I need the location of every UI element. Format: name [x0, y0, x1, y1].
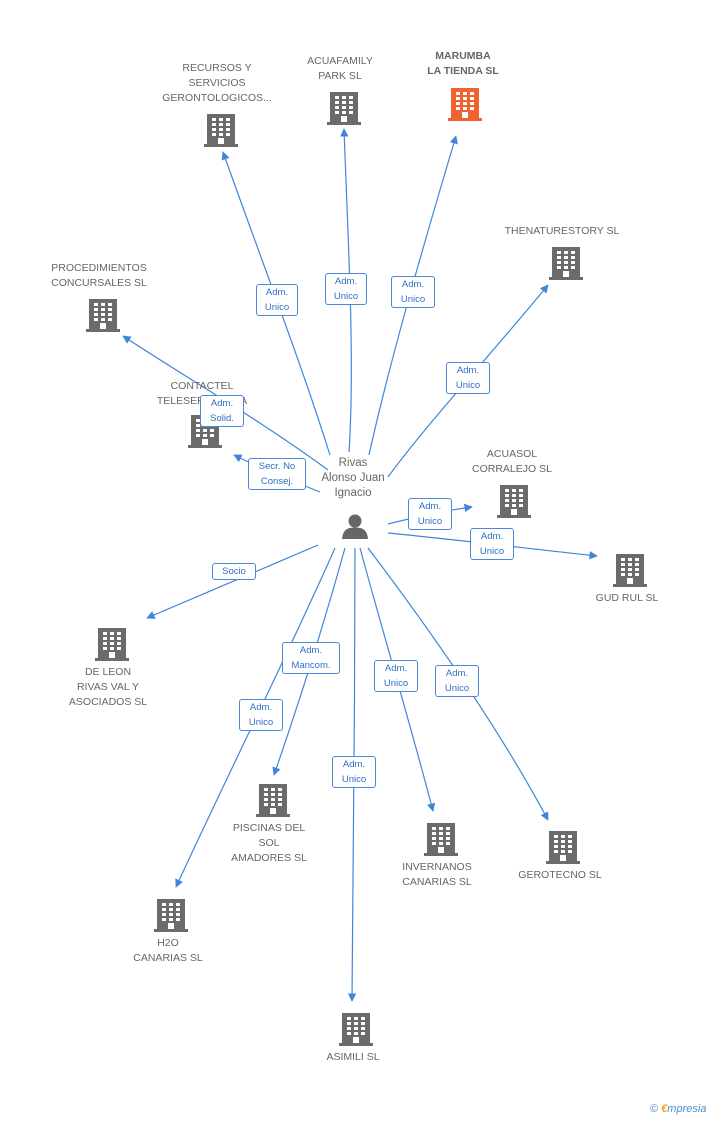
company-node-recursos[interactable]: RECURSOS Y SERVICIOS GERONTOLOGICOS...: [150, 61, 284, 106]
building-icon: [327, 90, 361, 131]
relation-label-contactel[interactable]: Secr. No Consej.: [248, 458, 306, 490]
relation-label-gudrul[interactable]: Adm. Unico: [470, 528, 514, 560]
brand-footer: © €mpresia: [650, 1103, 706, 1115]
company-name: GEROTECNO SL: [518, 869, 602, 881]
relation-label-recursos[interactable]: Adm. Unico: [256, 284, 298, 316]
building-icon: [339, 1011, 373, 1052]
company-node-h2o[interactable]: H2O CANARIAS SL: [108, 936, 228, 966]
relation-label-asimili[interactable]: Adm. Unico: [332, 756, 376, 788]
company-name: MARUMBA LA TIENDA SL: [427, 50, 499, 77]
brand-logo: €mpresia: [661, 1103, 707, 1115]
company-name: THENATURESTORY SL: [504, 225, 620, 237]
company-name: GUD RUL SL: [595, 592, 659, 604]
building-icon: [448, 86, 482, 127]
relation-label-acuafamily[interactable]: Adm. Unico: [325, 273, 367, 305]
company-node-marumba[interactable]: MARUMBA LA TIENDA SL: [403, 49, 523, 79]
building-icon: [613, 552, 647, 593]
relation-label-thenaturestory[interactable]: Adm. Unico: [446, 362, 490, 394]
building-icon: [497, 483, 531, 524]
company-node-asimili[interactable]: ASIMILI SL: [303, 1050, 403, 1065]
company-node-acuafamily[interactable]: ACUAFAMILY PARK SL: [280, 54, 400, 84]
building-icon: [549, 245, 583, 286]
edge-deleon: [146, 544, 319, 619]
relation-label-marumba[interactable]: Adm. Unico: [391, 276, 435, 308]
relation-label-deleon[interactable]: Socio: [212, 563, 256, 580]
company-name: PROCEDIMIENTOS CONCURSALES SL: [51, 262, 147, 289]
company-node-piscinas[interactable]: PISCINAS DEL SOL AMADORES SL: [209, 821, 329, 866]
person-name: Rivas Alonso Juan Ignacio: [321, 457, 385, 499]
company-name: PISCINAS DEL SOL AMADORES SL: [231, 822, 307, 864]
building-icon: [204, 112, 238, 153]
company-node-deleon[interactable]: DE LEON RIVAS VAL Y ASOCIADOS SL: [48, 665, 168, 710]
relation-label-acuasol[interactable]: Adm. Unico: [408, 498, 452, 530]
copyright-icon: ©: [650, 1103, 659, 1115]
building-icon: [256, 782, 290, 823]
relation-label-h2o[interactable]: Adm. Unico: [239, 699, 283, 731]
company-node-thenaturestory[interactable]: THENATURESTORY SL: [490, 224, 634, 239]
company-name: ACUAFAMILY PARK SL: [307, 55, 373, 82]
company-node-gudrul[interactable]: GUD RUL SL: [577, 591, 677, 606]
company-node-invernanos[interactable]: INVERNANOS CANARIAS SL: [377, 860, 497, 890]
relation-label-procedimientos[interactable]: Adm. Solid.: [200, 395, 244, 427]
company-name: INVERNANOS CANARIAS SL: [402, 861, 472, 888]
relation-label-gerotecno[interactable]: Adm. Unico: [435, 665, 479, 697]
company-name: RECURSOS Y SERVICIOS GERONTOLOGICOS...: [162, 62, 272, 104]
relation-label-piscinas[interactable]: Adm. Mancom.: [282, 642, 340, 674]
company-node-procedimientos[interactable]: PROCEDIMIENTOS CONCURSALES SL: [34, 261, 164, 291]
company-node-acuasol[interactable]: ACUASOL CORRALEJO SL: [452, 447, 572, 477]
relation-label-invernanos[interactable]: Adm. Unico: [374, 660, 418, 692]
company-name: ASIMILI SL: [326, 1051, 380, 1063]
company-name: DE LEON RIVAS VAL Y ASOCIADOS SL: [68, 666, 148, 708]
company-node-gerotecno[interactable]: GEROTECNO SL: [500, 868, 620, 883]
building-icon: [86, 297, 120, 338]
building-icon: [154, 897, 188, 938]
building-icon: [546, 829, 580, 870]
person-icon[interactable]: [341, 512, 369, 545]
building-icon: [424, 821, 458, 862]
company-name: ACUASOL CORRALEJO SL: [472, 448, 552, 475]
building-icon: [95, 626, 129, 667]
company-name: H2O CANARIAS SL: [133, 937, 203, 964]
